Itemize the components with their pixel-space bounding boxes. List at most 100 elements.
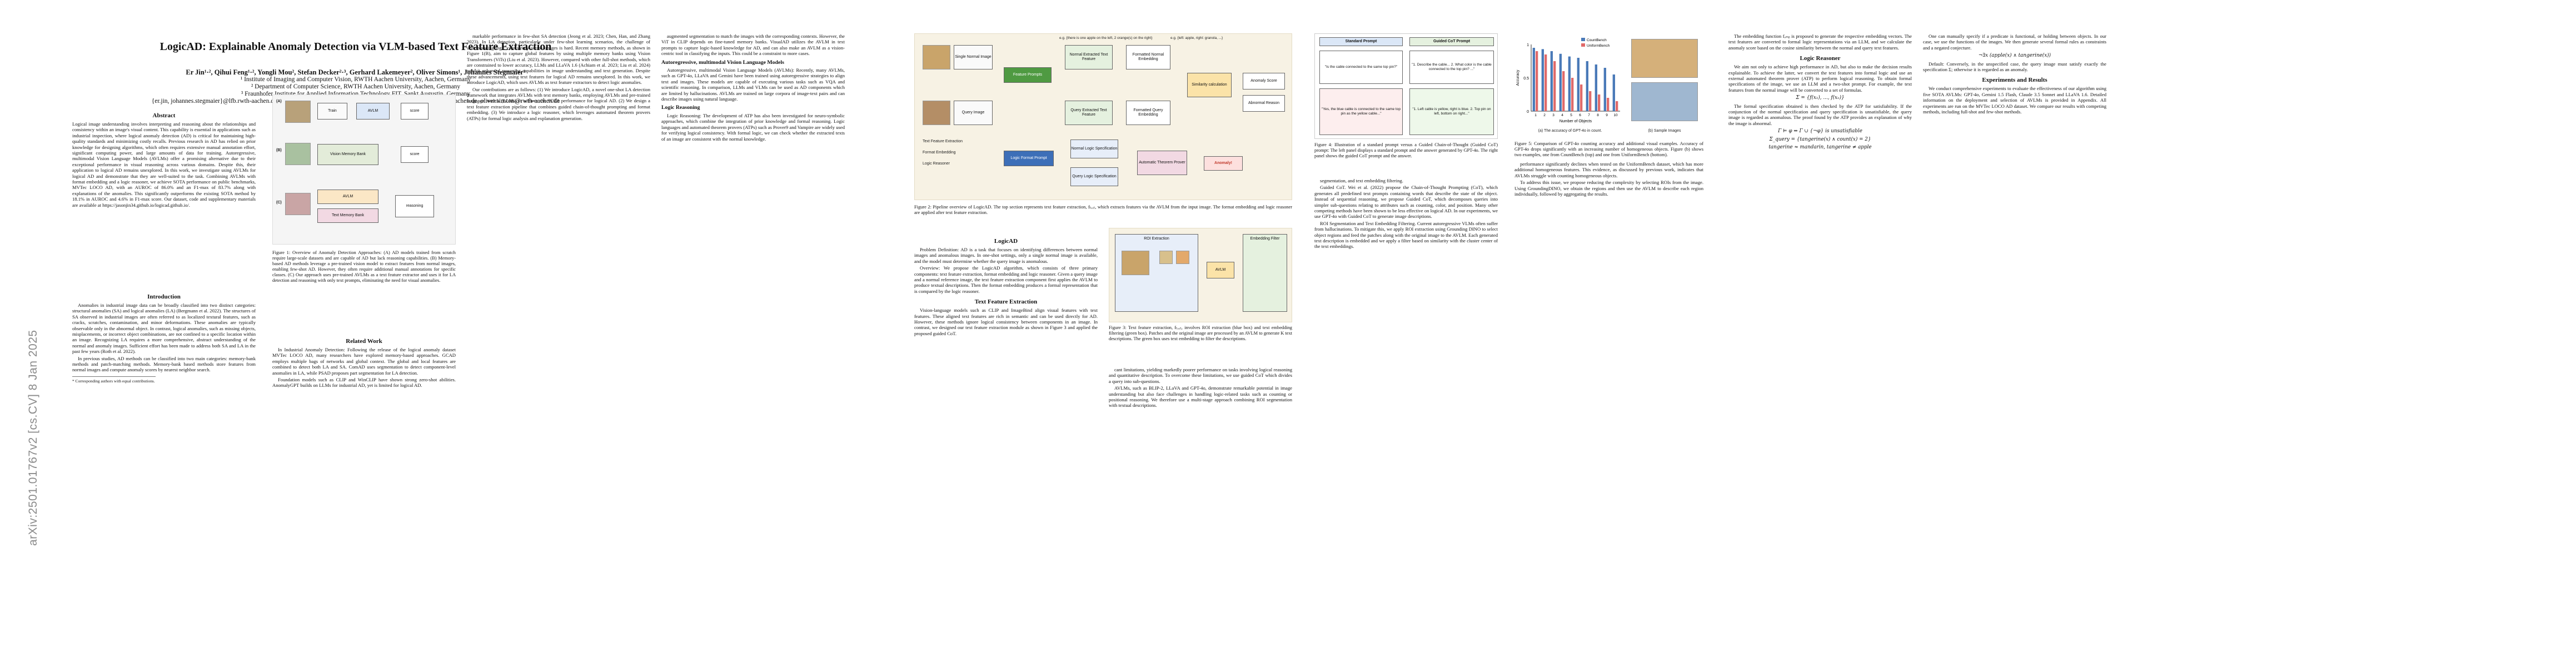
fig1-vision-memory: Vision Memory Bank	[317, 144, 378, 165]
col8-paragraph-2: To address this issue, we propose reduci…	[1514, 180, 1703, 197]
logicad-paragraph-1: Problem Definition: AD is a task that fo…	[914, 247, 1098, 264]
fig5-ytick: 1	[1527, 43, 1529, 47]
fig1-label-c: (C)	[276, 201, 282, 205]
arxiv-stamp: arXiv:2501.01767v2 [cs.CV] 8 Jan 2025	[27, 330, 39, 546]
fig5-bar	[1568, 56, 1571, 111]
figure-3-caption: Figure 3: Text feature extraction, fₜₑₓₜ…	[1109, 325, 1292, 341]
tfe-paragraph-1: Vision-language models such as CLIP and …	[914, 307, 1098, 336]
fig5-bar	[1598, 94, 1601, 111]
fig5-xtick: 4	[1561, 113, 1563, 117]
paper-title: LogicAD: Explainable Anomaly Detection v…	[160, 41, 552, 53]
fig1-label-a: (A)	[276, 99, 282, 103]
fig1-thumbnail-b	[285, 143, 311, 165]
fig5-ytick: 0.5	[1523, 77, 1529, 81]
fig1-score-a: score	[401, 103, 428, 120]
logicad-column: LogicAD Problem Definition: AD is a task…	[914, 233, 1098, 337]
fig5-bar	[1553, 61, 1556, 111]
fig4-cot-answer: "1. Left cable is yellow, right is blue.…	[1409, 88, 1494, 135]
format-body: The embedding function fₑₘᵦ is proposed …	[1728, 33, 1912, 51]
fig5-ylabel: Accuracy	[1516, 69, 1520, 86]
fig2-result-reason: Abnormal Reason	[1243, 95, 1285, 112]
fig5-xtick: 5	[1570, 113, 1572, 117]
fig5-subcaption-b: (b) Sample Images	[1648, 129, 1681, 133]
fig1-label-b: (B)	[276, 148, 282, 152]
figure-3: ROI Extraction AVLM Embedding Filter	[1109, 228, 1292, 322]
fig5-bar	[1612, 74, 1615, 111]
reasoner-body: We aim not only to achieve high performa…	[1728, 64, 1912, 150]
tfe-heading: Text Feature Extraction	[974, 298, 1038, 306]
page-1: arXiv:2501.01767v2 [cs.CV] 8 Jan 2025 Lo…	[0, 0, 859, 667]
fig5-xtick: 9	[1606, 113, 1608, 117]
col4-body: augmented segmentation to match the imag…	[661, 33, 845, 142]
fig5-bar	[1544, 54, 1547, 111]
fig3-patch-1	[1159, 251, 1173, 264]
fig5-bar	[1562, 71, 1565, 111]
logicad-heading: LogicAD	[994, 238, 1018, 245]
fig1-model-a: AVLM	[356, 103, 390, 120]
fig2-bubble-1: e.g. {there is one apple on the left, 2 …	[1059, 36, 1153, 40]
col6-body: cant limitations, yielding markedly poor…	[1109, 367, 1292, 409]
fig2-formatted-normal: Formatted Normal Embedding	[1126, 45, 1170, 69]
figure-2: Single Normal Image Query Image Feature …	[914, 33, 1292, 200]
fig5-xtick: 8	[1597, 113, 1599, 117]
fig3-avlm: AVLM	[1207, 262, 1234, 278]
fig5-subcaption-a: (a) The accuracy of GPT-4o in count.	[1538, 129, 1602, 133]
logicad-paragraph-2: Overview: We propose the LogicAD algorit…	[914, 265, 1098, 294]
column-4: augmented segmentation to match the imag…	[661, 33, 845, 143]
reasoner-paragraph-1: We aim not only to achieve high performa…	[1728, 64, 1912, 93]
fig5-bar	[1577, 58, 1580, 111]
fig5-bar	[1586, 61, 1588, 111]
fig4-cot-question: "1. Describe the cable... 2. What color …	[1409, 51, 1494, 84]
figure-5-caption: Figure 5: Comparison of GPT-4o counting …	[1514, 141, 1703, 157]
figure-2-caption: Figure 2: Pipeline overview of LogicAD. …	[914, 205, 1292, 215]
figure-1-caption: Figure 1: Overview of Anomaly Detection …	[272, 250, 456, 283]
page-2: Single Normal Image Query Image Feature …	[859, 0, 1717, 667]
avlm-subheading: Autoregressive, multimodal Vision Langua…	[661, 59, 784, 66]
col4-paragraph-1: augmented segmentation to match the imag…	[661, 33, 845, 57]
fig5-bar	[1603, 68, 1606, 111]
reasoner-heading: Logic Reasoner	[1800, 55, 1841, 62]
related-body: In Industrial Anomaly Detection: Followi…	[272, 347, 456, 389]
fig5-bar	[1616, 101, 1618, 111]
col7-body: segmentation, and text embedding filteri…	[1314, 178, 1498, 250]
fig5-legend-swatch	[1581, 43, 1585, 47]
figure-4: Standard Prompt Guided CoT Prompt "Is th…	[1314, 33, 1498, 139]
fig5-xtick: 6	[1579, 113, 1581, 117]
fig5-xtick: 1	[1534, 113, 1537, 117]
fig5-bar	[1532, 48, 1535, 111]
fig2-query-text-feature: Query Extracted Text Feature	[1065, 101, 1113, 125]
col7-paragraph-1: segmentation, and text embedding filteri…	[1320, 178, 1403, 183]
related-column: Related Work In Industrial Anomaly Detec…	[272, 334, 456, 390]
col8-paragraph-1: performance significantly declines when …	[1514, 161, 1703, 178]
fig5-sample-bottom	[1631, 82, 1698, 121]
fig2-bubble-2: e.g. {left: apple, right: granola, ...}	[1170, 36, 1223, 40]
experiments-paragraph-1: We conduct comprehensive experiments to …	[1923, 86, 2106, 115]
fig3-image	[1122, 251, 1149, 275]
logic-subheading: Logic Reasoning	[661, 104, 700, 111]
affiliation-1: ¹ Institute of Imaging and Computer Visi…	[240, 76, 471, 83]
col3-body: markable performance in few-shot SA dete…	[467, 33, 650, 121]
equation-2: Γ ⊨ φ ⇔ Γ ∪ {¬φ} is unsatisfiable	[1778, 128, 1862, 135]
affiliation-2: ² Department of Computer Science, RWTH A…	[251, 83, 461, 90]
experiments-body: We conduct comprehensive experiments to …	[1923, 86, 2106, 115]
fig5-legend-swatch	[1581, 38, 1585, 41]
fig5-bar	[1536, 51, 1538, 111]
fig2-logic-format-prompt: Logic Format Prompt	[1004, 151, 1054, 166]
fig2-query-image	[923, 101, 950, 125]
col10-paragraph-2: Default: Conversely, in the unspecified …	[1923, 61, 2106, 73]
fig5-bar	[1541, 49, 1544, 111]
fig2-normal-text-feature: Normal Extracted Text Feature	[1065, 45, 1113, 69]
reasoner-paragraph-2: The formal specification obtained is the…	[1728, 103, 1912, 126]
intro-paragraph-2: In previous studies, AD methods can be c…	[72, 355, 256, 373]
format-paragraph-1: The embedding function fₑₘᵦ is proposed …	[1728, 33, 1912, 51]
fig5-bar	[1571, 78, 1574, 111]
fig5-bar	[1607, 98, 1610, 111]
fig2-feature-prompts: Feature Prompts	[1004, 67, 1052, 83]
fig5-xtick: 10	[1613, 113, 1618, 117]
fig5-bar	[1589, 91, 1592, 111]
fig1-avlm-box: AVLM	[317, 190, 378, 204]
fig5-xtick: 7	[1588, 113, 1590, 117]
col10-paragraph-1: One can manually specify if a predicate …	[1923, 33, 2106, 51]
